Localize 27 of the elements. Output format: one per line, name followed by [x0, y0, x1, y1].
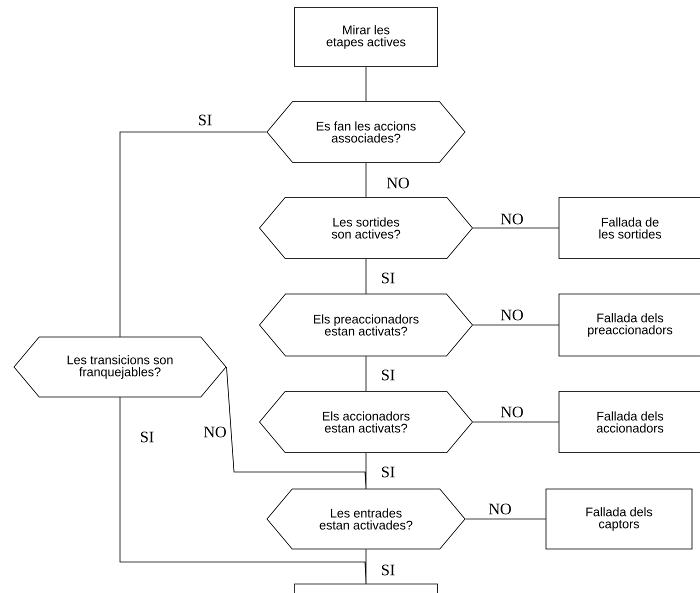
edge-label: SI [138, 430, 156, 444]
edge-label: NO [499, 406, 525, 418]
connector-line [465, 518, 546, 520]
edge-label: SI [196, 114, 214, 126]
decision-hexagon: Es fan les accions associades? [266, 101, 466, 163]
process-box: Fallada de les sortides [558, 197, 700, 259]
connector-line [120, 132, 267, 337]
edge-label: SI [380, 466, 396, 478]
edge-label: NO [499, 308, 525, 322]
decision-hexagon: Els preaccionadors estan activats? [258, 294, 474, 356]
edge-label: SI [380, 368, 396, 382]
decision-hexagon: Les transicions son franquejables? [13, 336, 227, 398]
process-box: Fallada dels preaccionadors [558, 294, 700, 356]
decision-hexagon: Els accionadors estan activats? [258, 391, 474, 453]
process-box: Mirar les etapes actives [294, 7, 438, 67]
edge-label: NO [202, 426, 228, 438]
decision-hexagon: Les sortides son actives? [258, 197, 474, 259]
decision-hexagon: Les entrades estan activades? [266, 488, 466, 550]
edge-label: NO [499, 212, 525, 226]
empty-box [294, 584, 438, 593]
edge-label: NO [385, 176, 411, 190]
process-box: Fallada dels accionadors [558, 391, 700, 453]
edge-label: SI [380, 564, 396, 576]
edge-label: SI [380, 272, 396, 284]
connector-line [472, 324, 559, 326]
process-box: Fallada dels captors [546, 488, 692, 550]
edge-label: NO [487, 502, 513, 516]
